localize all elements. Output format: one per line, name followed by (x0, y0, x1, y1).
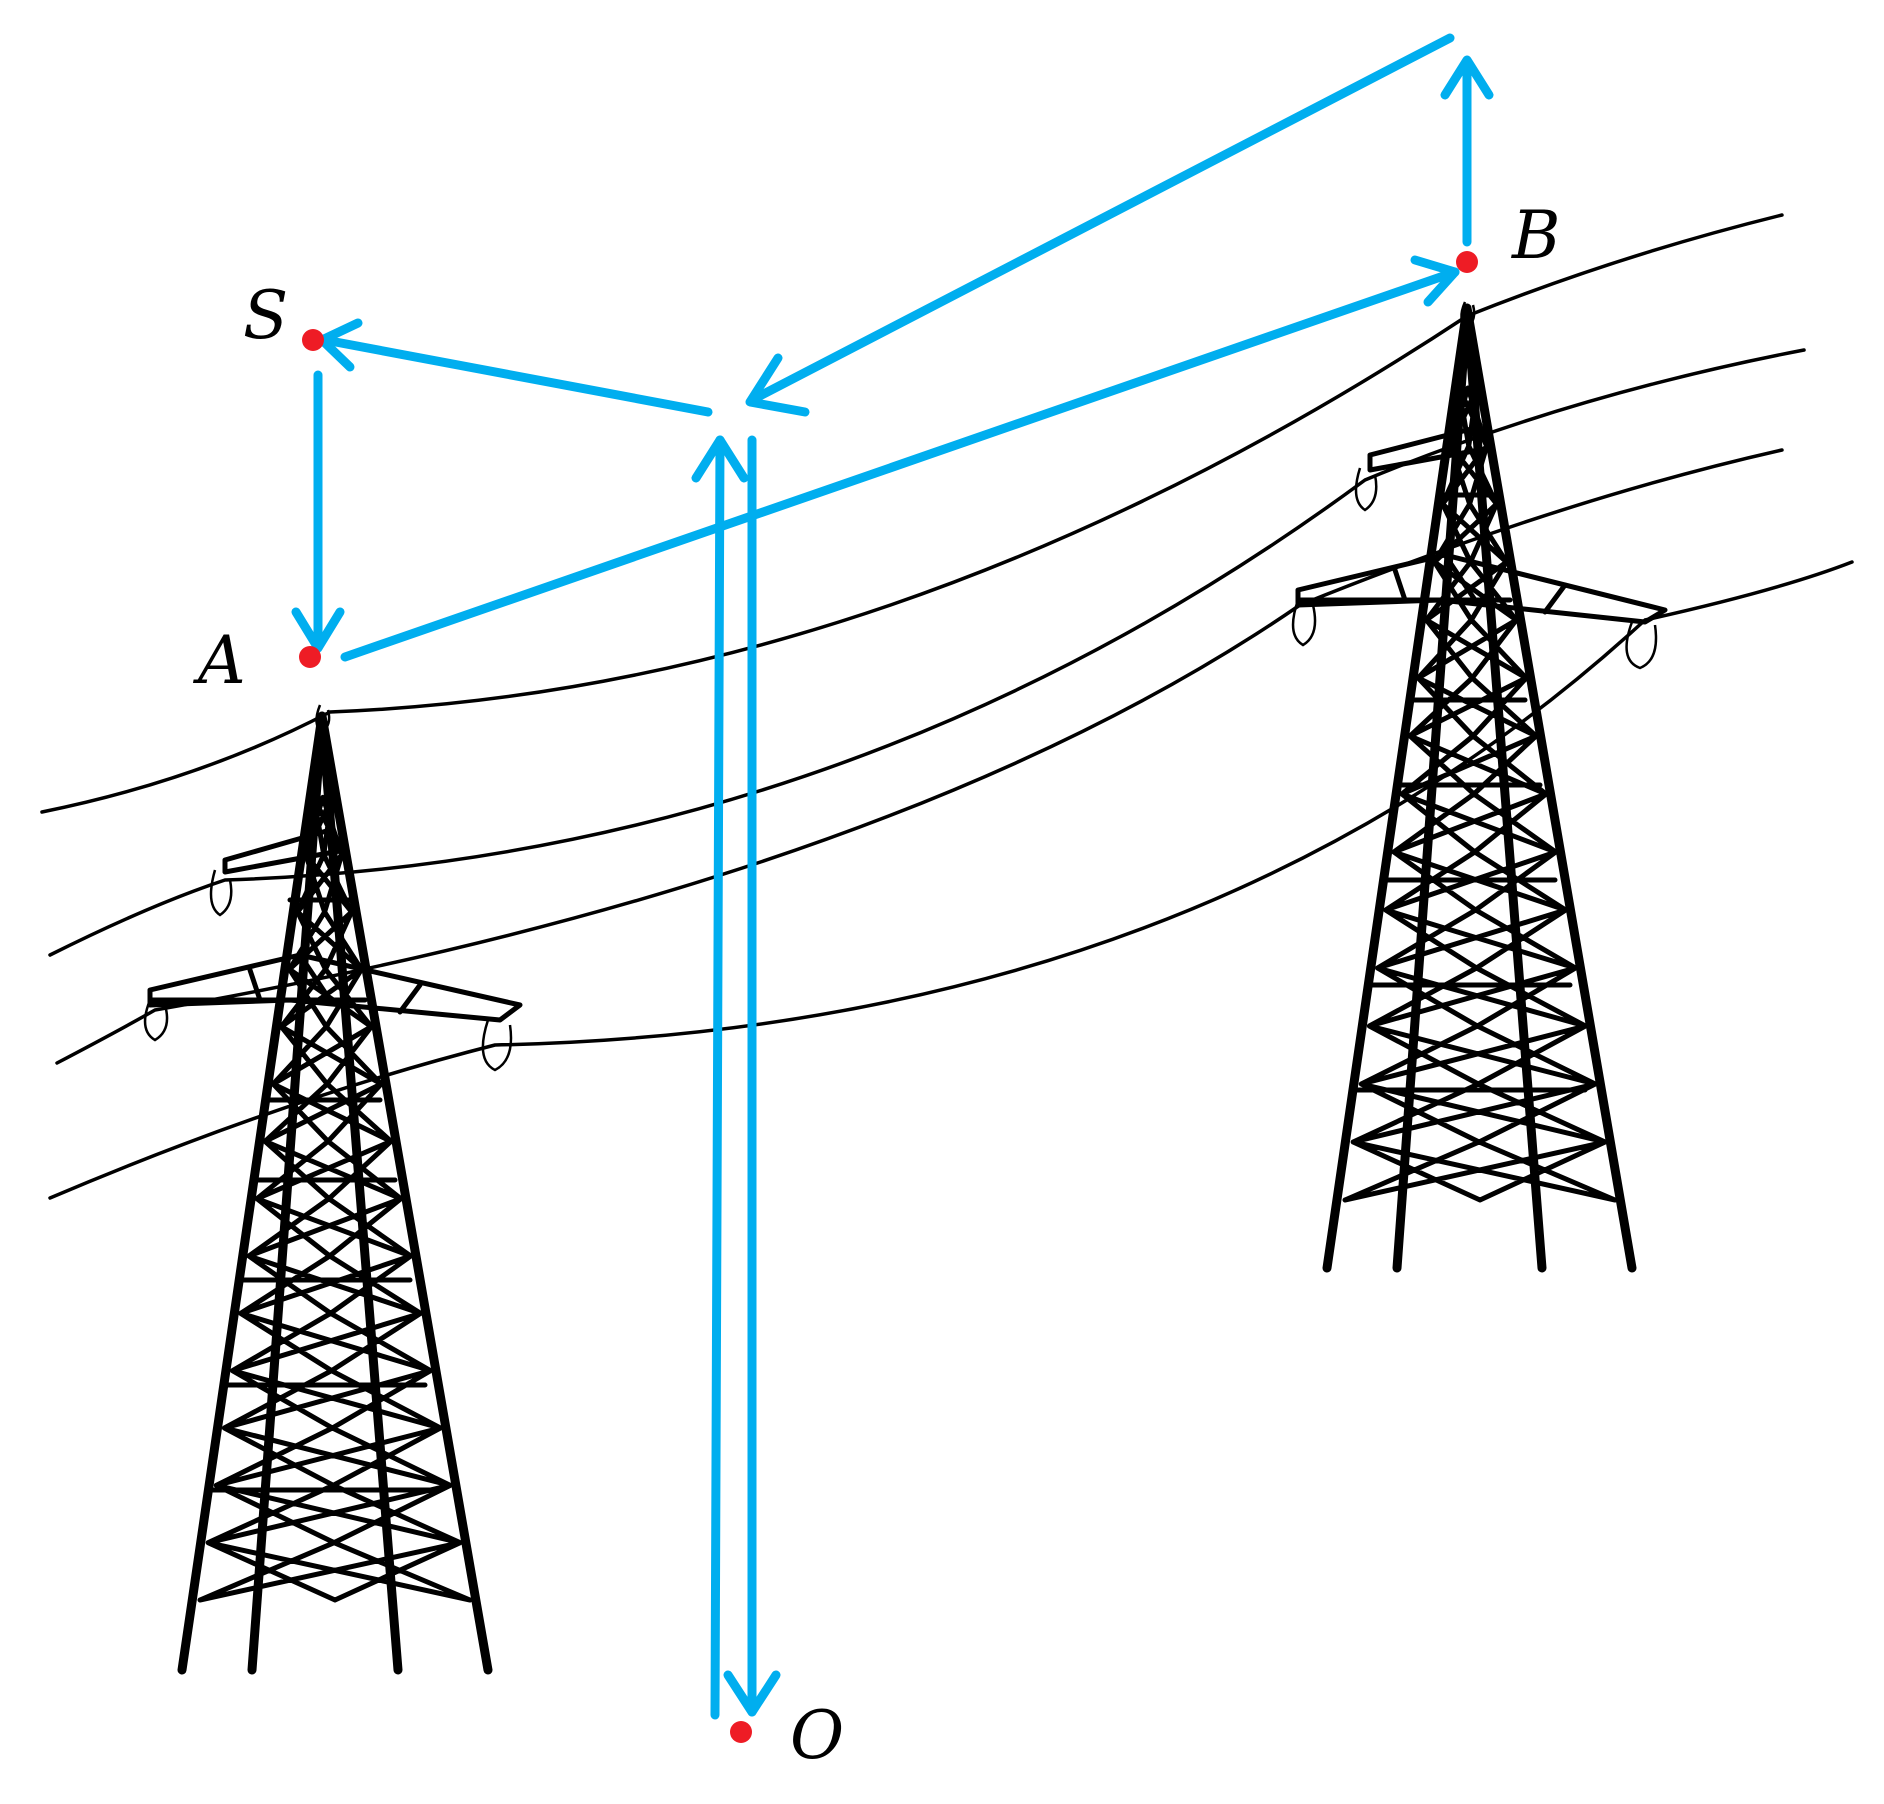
label-a: A (192, 622, 246, 699)
vector-a-to-b (340, 267, 1460, 662)
vector-middle-to-s (320, 335, 713, 417)
arrowhead-middle-up (691, 435, 749, 483)
arrowhead-top-right (1440, 55, 1494, 100)
point-b (1456, 251, 1478, 273)
arrowhead-at-o (723, 1670, 781, 1717)
wire-3 (55, 448, 1784, 1065)
arrowhead-at-a (291, 607, 345, 653)
power-lines (40, 213, 1854, 1200)
vector-top-to-middle (747, 33, 1455, 405)
point-o (730, 1721, 752, 1743)
wire-4 (48, 560, 1854, 1200)
transmission-tower-left (143, 704, 523, 1675)
label-o: O (790, 1697, 844, 1774)
arrowhead-at-middle (745, 353, 810, 417)
point-s (302, 329, 324, 351)
vector-o-up (710, 435, 725, 1720)
point-a (299, 646, 321, 668)
points (299, 251, 1478, 1743)
arrowhead-at-b (1410, 255, 1460, 307)
label-s: S (243, 277, 288, 354)
label-b: B (1511, 197, 1561, 274)
vector-paths (291, 33, 1494, 1720)
transmission-tower-right (1291, 301, 1668, 1273)
wire-1 (40, 213, 1784, 814)
wire-2 (48, 348, 1806, 957)
